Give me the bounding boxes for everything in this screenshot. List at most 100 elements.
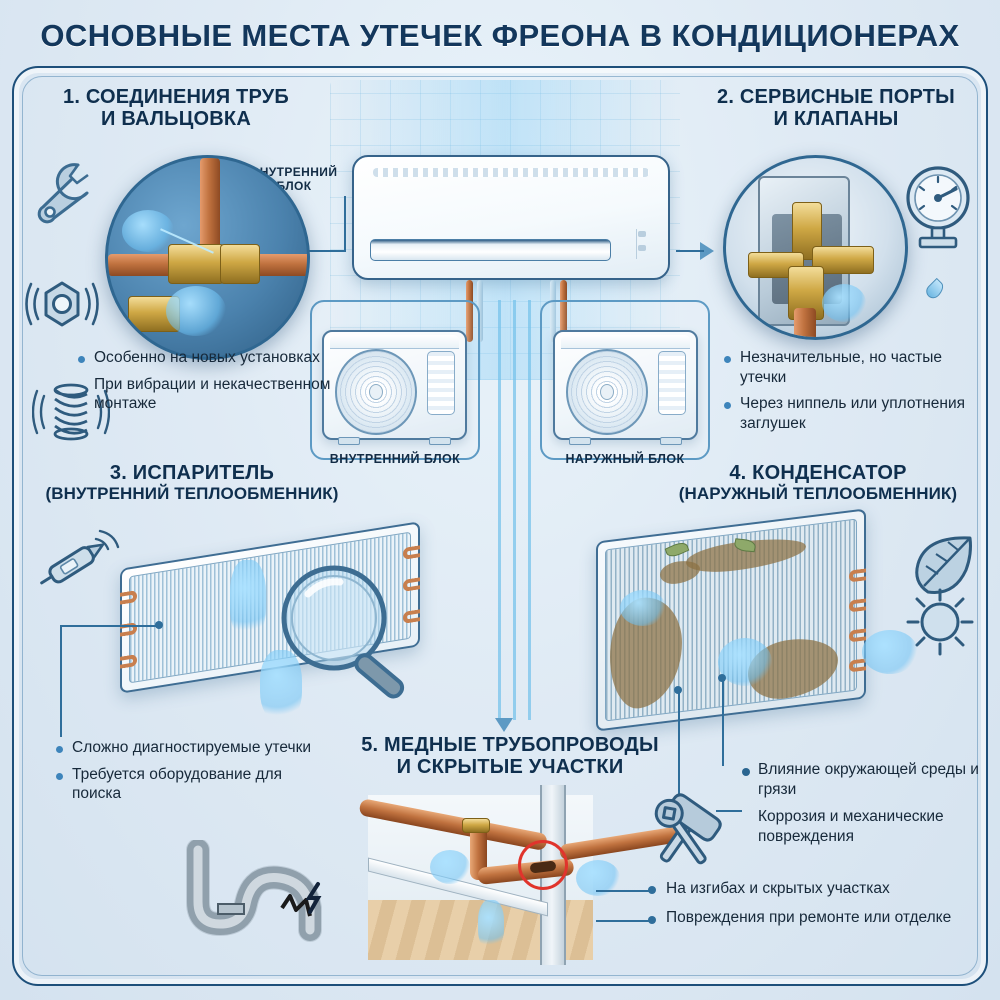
section-3-bullets: Сложно диагностируемые утечки Требуется … <box>56 738 326 811</box>
section-4-bullets: Влияние окружающей среды и грязи Коррози… <box>742 760 992 854</box>
outdoor-unit-fan-2 <box>566 348 649 435</box>
spring-icon <box>32 383 110 441</box>
cracked-pipe-icon <box>186 840 322 942</box>
condenser-coil-bend <box>849 568 866 583</box>
section5-leader-1 <box>596 890 652 892</box>
section-2-line1: 2. СЕРВИСНЫЕ ПОРТЫ <box>717 86 955 108</box>
bullet-item: Требуется оборудование для поиска <box>56 765 326 804</box>
condenser-callout-endpoint-2 <box>674 686 682 694</box>
indoor-unit-label-box <box>310 300 480 460</box>
damage-highlight-ring <box>518 840 568 890</box>
condenser-leak-mist-3 <box>862 630 918 674</box>
refrigerant-pipe-insulated <box>477 280 483 342</box>
section5-endpoint-2 <box>648 916 656 924</box>
indoor-ac-unit-illustration <box>352 155 670 280</box>
condenser-coil-bend-3 <box>849 628 866 643</box>
ac-grille <box>372 167 650 177</box>
outdoor-unit-fan <box>335 348 418 435</box>
section-4-line1: 4. КОНДЕНСАТОР <box>729 462 907 484</box>
evaporator-callout-line-h <box>60 625 158 627</box>
outdoor-unit-side-vent-2 <box>657 351 687 415</box>
flare-nut-1 <box>168 244 224 284</box>
valve-leak-mist <box>822 284 866 322</box>
pipe-leak-mist-2 <box>478 900 504 950</box>
bullet-text: Особенно на новых установках <box>94 349 320 366</box>
bullet-text: Повреждения при ремонте или отделке <box>666 908 952 926</box>
pipe-coupling <box>462 818 490 833</box>
pointer-line-vertical <box>344 196 346 250</box>
pointer-line-horizontal <box>300 250 346 252</box>
outdoor-unit-top-cover <box>329 335 460 349</box>
ac-led-indicator <box>638 230 647 237</box>
section-heading-evaporator: 3. ИСПАРИТЕЛЬ (ВНУТРЕННИЙ ТЕПЛООБМЕННИК) <box>22 462 362 504</box>
section-5-line2: И СКРЫТЫЕ УЧАСТКИ <box>396 756 624 779</box>
evaporator-callout-endpoint <box>155 621 163 629</box>
evaporator-leak-mist-2 <box>260 650 302 722</box>
outdoor-unit-left-illustration <box>322 330 467 445</box>
vibrating-nut-icon <box>25 281 99 327</box>
indoor-unit-pointer-label: ВНУТРЕННИЙ БЛОК <box>246 165 342 194</box>
bullet-dot <box>56 772 63 780</box>
bullet-text: Сложно диагностируемые утечки <box>72 739 312 756</box>
leak-detector-icon <box>40 529 120 585</box>
page-title: ОСНОВНЫЕ МЕСТА УТЕЧЕК ФРЕОНА В КОНДИЦИОН… <box>40 18 960 53</box>
condenser-leak-mist <box>620 590 666 626</box>
pressure-gauge-icon <box>906 166 970 249</box>
condenser-callout-line-v <box>722 678 724 766</box>
bullet-dot <box>742 815 750 823</box>
outdoor-unit-foot <box>338 437 360 445</box>
evaporator-coil-bend-4 <box>403 545 420 560</box>
pipe-leak-mist <box>430 850 470 884</box>
outdoor-unit-caption: НАРУЖНЫЙ БЛОК <box>565 452 685 466</box>
section5-endpoint-1 <box>648 886 656 894</box>
flow-line-right <box>676 250 704 252</box>
bullet-dot <box>78 356 85 363</box>
outdoor-unit-label-box <box>540 300 710 460</box>
hammer-icon <box>654 793 722 865</box>
bullet-text: Требуется оборудование для поиска <box>72 765 283 803</box>
condenser-bullet-leader <box>716 810 742 812</box>
outdoor-unit-foot-3 <box>569 437 591 445</box>
bullet-text: При вибрации и некачественном монтаже <box>94 375 331 413</box>
fan-hub-2 <box>600 383 615 400</box>
condenser-coil-bend-2 <box>849 598 866 613</box>
bullet-text: Незначительные, но частые утечки <box>740 349 943 386</box>
bullet-dot <box>724 356 731 363</box>
center-pipe-bundle <box>492 300 534 720</box>
copper-pipe-bend <box>470 824 487 880</box>
section-3-line2: (ВНУТРЕННИЙ ТЕПЛООБМЕННИК) <box>45 484 339 504</box>
ac-display-panel <box>636 228 652 259</box>
bullet-text: Коррозия и механические повреждения <box>758 808 944 845</box>
outdoor-unit-foot-2 <box>429 437 451 445</box>
evaporator-leak-mist <box>230 560 266 640</box>
magnifier-icon <box>281 565 405 699</box>
bullet-text: На изгибах и скрытых участках <box>666 880 890 897</box>
bullet-item: Коррозия и механические повреждения <box>742 807 992 846</box>
condenser-callout-line-v2 <box>678 690 680 808</box>
section-1-line1: 1. СОЕДИНЕНИЯ ТРУБ <box>63 86 289 108</box>
bullet-dot <box>742 768 750 776</box>
bullet-item: Сложно диагностируемые утечки <box>56 738 326 758</box>
section-1-bullets: Особенно на новых установках При вибраци… <box>78 348 338 421</box>
water-drop-icon <box>923 277 947 302</box>
ac-led-indicator-2 <box>638 245 647 252</box>
indoor-unit-caption: ВНУТРЕННИЙ БЛОК <box>329 452 461 466</box>
outdoor-unit-side-vent <box>426 351 456 415</box>
bullet-dot <box>78 383 85 390</box>
bullet-item: При вибрации и некачественном монтаже <box>78 375 338 414</box>
ac-louver <box>369 239 612 262</box>
section-heading-copper-pipelines: 5. МЕДНЫЕ ТРУБОПРОВОДЫ И СКРЫТЫЕ УЧАСТКИ <box>340 734 680 779</box>
service-valve-illustration <box>723 155 908 340</box>
sun-icon <box>906 588 974 656</box>
indoor-unit-pointer-text: ВНУТРЕННИЙ БЛОК <box>250 165 338 194</box>
leak-mist-2 <box>166 286 226 336</box>
section-4-line2: (НАРУЖНЫЙ ТЕПЛООБМЕННИК) <box>678 484 958 504</box>
section-heading-pipe-joints: 1. СОЕДИНЕНИЯ ТРУБ И ВАЛЬЦОВКА <box>26 86 326 131</box>
fan-hub <box>369 383 384 400</box>
flare-nut-2 <box>220 244 260 284</box>
bullet-text: Через ниппель или уплотнения заглушек <box>740 395 965 432</box>
section-2-bullets: Незначительные, но частые утечки Через н… <box>724 348 980 440</box>
section-heading-service-ports: 2. СЕРВИСНЫЕ ПОРТЫ И КЛАПАНЫ <box>686 86 986 131</box>
section5-leader-2 <box>596 920 652 922</box>
